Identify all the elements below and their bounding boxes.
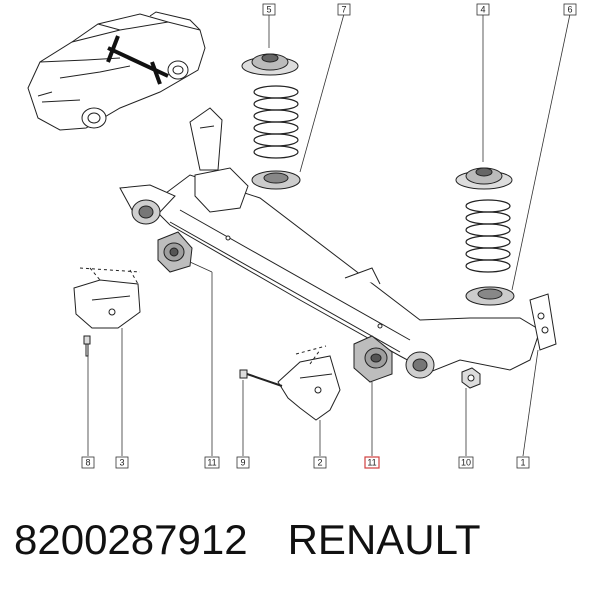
- part-caption: 8200287912 RENAULT: [14, 516, 481, 564]
- svg-text:9: 9: [240, 458, 245, 468]
- callout-3: 3: [115, 456, 129, 469]
- rear-axle-beam: [119, 107, 557, 373]
- svg-text:4: 4: [480, 5, 485, 15]
- callout-10: 10: [458, 456, 474, 469]
- svg-text:11: 11: [367, 458, 376, 468]
- silent-block-11-left: [157, 231, 193, 273]
- svg-text:5: 5: [266, 5, 271, 15]
- svg-text:6: 6: [567, 5, 572, 15]
- leader-lines: [87, 13, 571, 457]
- brand-name: RENAULT: [287, 516, 481, 563]
- exploded-parts-diagram: 5 7 4 6 8 3 11 9 2 11 10 1: [27, 3, 577, 469]
- coil-spring-right: [465, 199, 511, 273]
- callout-9: 9: [236, 456, 250, 469]
- bolt-9: [239, 369, 283, 387]
- callout-11-left: 11: [204, 456, 220, 469]
- nut-10: [461, 367, 481, 389]
- callout-6: 6: [563, 3, 577, 16]
- callout-4: 4: [476, 3, 490, 16]
- spring-pad-7: [251, 170, 301, 190]
- callout-1: 1: [516, 456, 530, 469]
- svg-text:10: 10: [461, 458, 471, 468]
- bracket-3: [73, 267, 141, 329]
- spring-seat-5: [241, 53, 299, 76]
- part-number: 8200287912: [14, 516, 248, 563]
- svg-text:2: 2: [317, 458, 322, 468]
- svg-text:8: 8: [85, 458, 90, 468]
- bracket-2: [277, 345, 341, 421]
- svg-text:7: 7: [341, 5, 346, 15]
- callout-5: 5: [262, 3, 276, 16]
- axle-bushing-right: [405, 351, 435, 379]
- callout-2: 2: [313, 456, 327, 469]
- callout-7: 7: [337, 3, 351, 16]
- callout-8: 8: [81, 456, 95, 469]
- car-thumbnail: [27, 11, 206, 131]
- axle-bushing-left: [131, 199, 161, 225]
- spring-pad-6: [465, 286, 515, 306]
- silent-block-11-right: [353, 335, 393, 383]
- bolt-8: [83, 335, 91, 357]
- callout-11-right-highlighted: 11: [364, 456, 380, 469]
- svg-text:3: 3: [119, 458, 124, 468]
- svg-text:1: 1: [520, 458, 525, 468]
- svg-text:11: 11: [207, 458, 216, 468]
- spring-seat-4: [455, 167, 513, 190]
- coil-spring-left: [253, 85, 299, 159]
